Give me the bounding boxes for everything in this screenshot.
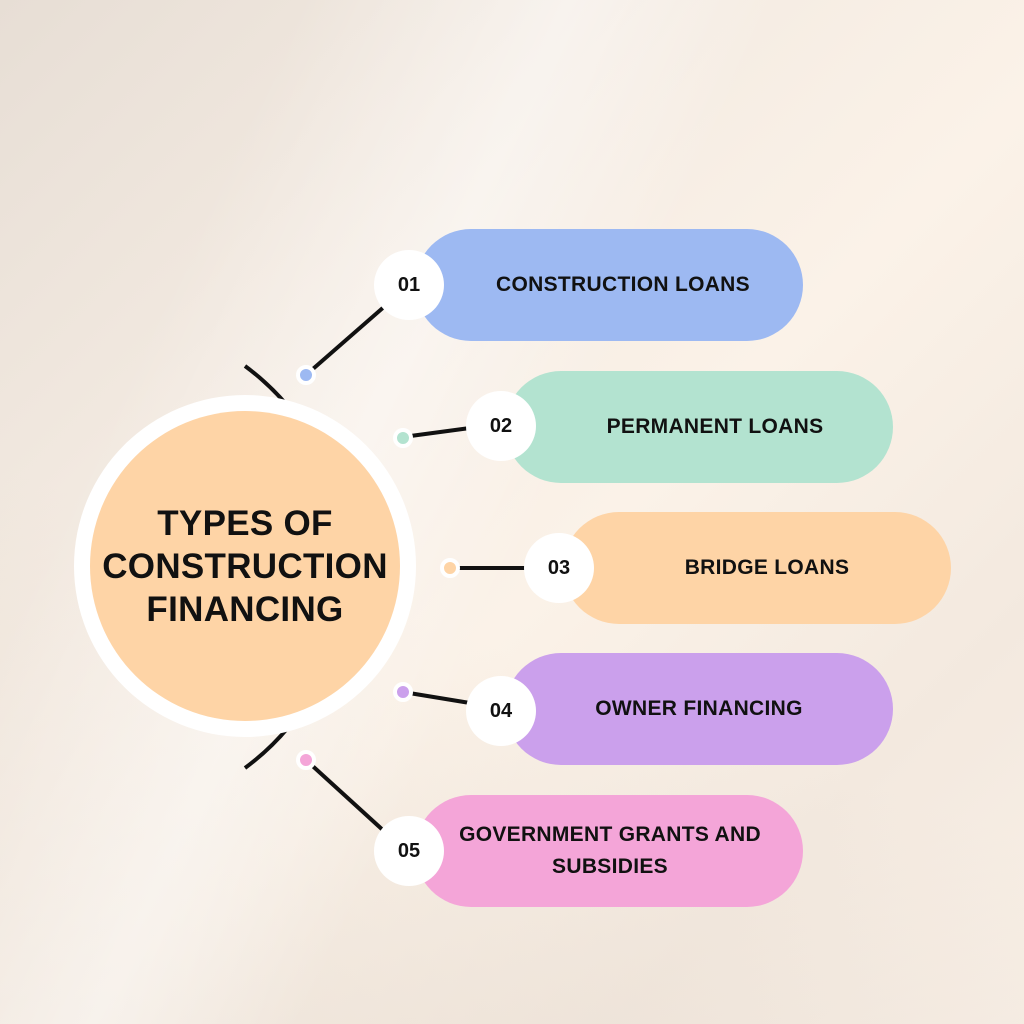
item-number-badge: 01 (374, 250, 444, 320)
item-number-badge: 02 (466, 391, 536, 461)
connector-dot (393, 428, 413, 448)
hub-fill: TYPES OF CONSTRUCTION FINANCING (90, 411, 400, 721)
connector-dot (440, 558, 460, 578)
central-hub: TYPES OF CONSTRUCTION FINANCING (74, 395, 416, 737)
item-pill-2: PERMANENT LOANS (505, 371, 893, 483)
connector-dot (393, 682, 413, 702)
item-number-badge: 04 (466, 676, 536, 746)
item-label: CONSTRUCTION LOANS (496, 273, 750, 296)
item-pill-5: GOVERNMENT GRANTS AND SUBSIDIES (415, 795, 803, 907)
item-label: GOVERNMENT GRANTS AND SUBSIDIES (459, 823, 761, 878)
item-pill-4: OWNER FINANCING (505, 653, 893, 765)
item-label: OWNER FINANCING (595, 697, 803, 720)
item-number-badge: 05 (374, 816, 444, 886)
item-pill-3: BRIDGE LOANS (563, 512, 951, 624)
item-number-badge: 03 (524, 533, 594, 603)
connector-dot (296, 750, 316, 770)
diagram-title: TYPES OF CONSTRUCTION FINANCING (102, 503, 388, 629)
item-label: BRIDGE LOANS (684, 556, 850, 579)
item-label: PERMANENT LOANS (606, 415, 824, 438)
connector-dot (296, 365, 316, 385)
item-pill-1: CONSTRUCTION LOANS (415, 229, 803, 341)
